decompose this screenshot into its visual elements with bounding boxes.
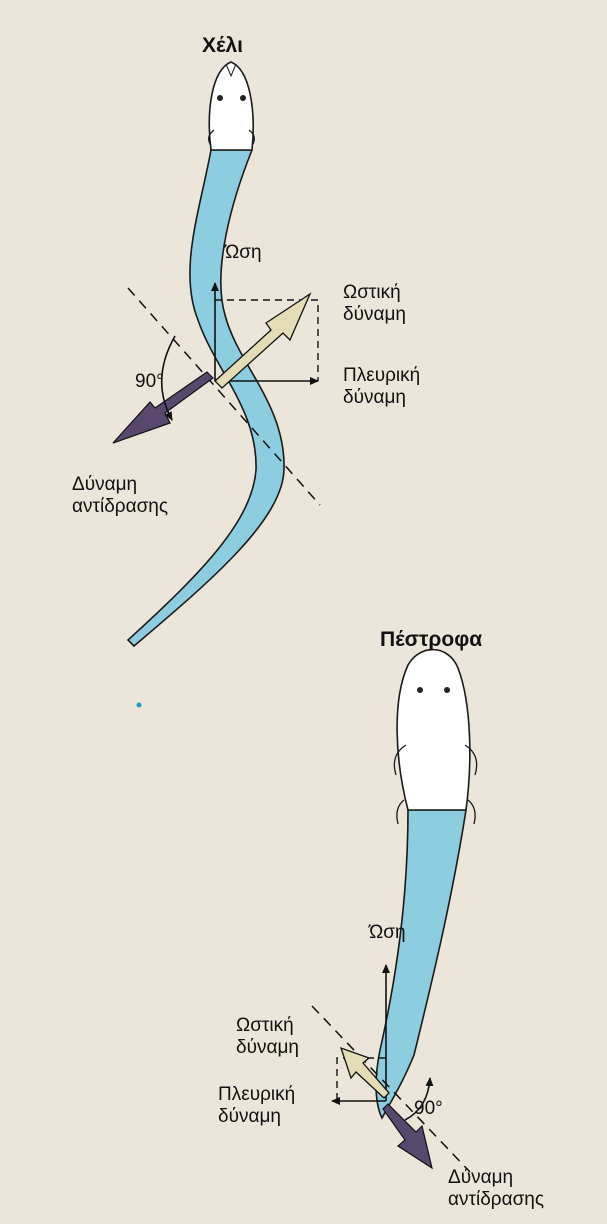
trout-lateral-label-2: δύναμη — [218, 1106, 281, 1128]
eel-lift-label-1: Ωστική — [343, 282, 401, 304]
eel-lift-label-2: δύναμη — [343, 304, 406, 326]
trout-lift-label-1: Ωστική — [236, 1015, 294, 1037]
eel-reaction-label-2: αντίδρασης — [72, 496, 168, 518]
trout-lift-label-2: δύναμη — [236, 1037, 299, 1059]
trout-thrust-label: Ώση — [369, 922, 406, 944]
trout-reaction-label-1: Δύναμη — [448, 1167, 513, 1189]
trout-head — [397, 650, 470, 810]
trout-lateral-label-1: Πλευρική — [218, 1084, 295, 1106]
eel-lateral-label-2: δύναμη — [343, 387, 406, 409]
eel-thrust-label: Ώση — [225, 242, 262, 264]
eel-reaction-label-1: Δύναμη — [72, 474, 137, 496]
eel-figure — [113, 62, 320, 646]
trout-figure — [312, 650, 477, 1172]
trout-reaction-label-2: αντίδρασης — [448, 1189, 544, 1211]
trout-title: Πέστροφα — [380, 628, 482, 652]
eel-title: Χέλι — [202, 34, 243, 58]
trout-angle-label: 90° — [414, 1098, 443, 1120]
eel-body — [128, 150, 284, 646]
print-dot — [137, 703, 142, 708]
trout-body — [376, 810, 466, 1118]
eel-angle-label: 90° — [135, 371, 164, 393]
eel-lateral-label-1: Πλευρική — [343, 365, 420, 387]
